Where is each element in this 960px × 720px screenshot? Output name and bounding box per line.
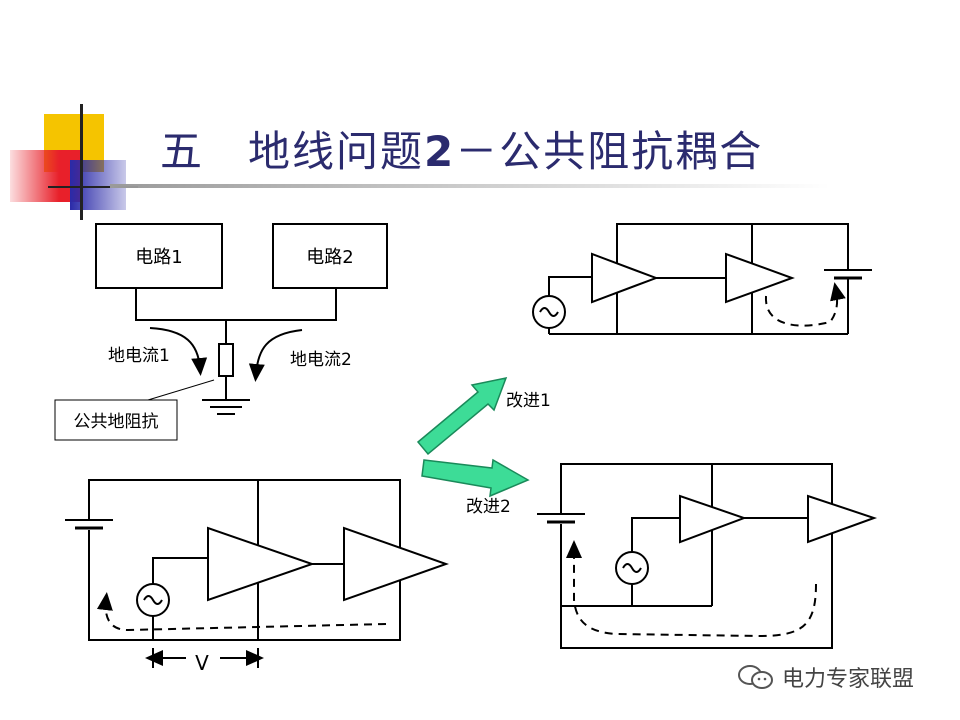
ac-wave: [622, 563, 642, 573]
slide-title: 五地线问题2－公共阻抗耦合: [160, 118, 763, 179]
source-lead: [152, 557, 208, 584]
deco-red-block: [10, 150, 80, 202]
ground-current2-label: 地电流2: [290, 350, 352, 370]
ground-current1-label: 地电流1: [108, 346, 170, 366]
amplifier-2: [807, 494, 878, 544]
voltage-label: V: [195, 651, 209, 675]
amplifier-1: [591, 252, 659, 304]
ground-symbol: [202, 399, 250, 415]
watermark-text: 电力专家联盟: [782, 667, 915, 692]
common-impedance-label: 公共地阻抗: [74, 412, 159, 432]
title-prefix: 五: [160, 127, 205, 176]
return-current-path: [96, 592, 387, 632]
title-main: 地线问题: [248, 127, 425, 176]
common-impedance-callout-box: [54, 399, 178, 441]
title-number: 2: [424, 127, 456, 176]
ground-current2-arrow: [248, 329, 303, 382]
deco-vline: [80, 104, 83, 220]
ground-current1-arrow: [149, 327, 208, 376]
return-current-path: [764, 282, 846, 327]
ground-wire: [135, 288, 337, 321]
callout-pointer: [147, 379, 215, 401]
common-impedance-resistor: [218, 343, 234, 377]
chat-bubble-icon: [738, 665, 773, 689]
circuit1-box: [95, 223, 223, 289]
voltage-dimension: [145, 648, 264, 668]
amplifier-2: [343, 526, 450, 602]
amplifier-1: [679, 494, 747, 544]
watermark: 电力专家联盟: [736, 662, 914, 692]
amplifier-2: [725, 252, 795, 304]
source-lead: [548, 276, 592, 296]
title-suffix: －公共阻抗耦合: [455, 127, 764, 176]
improvement-arrows: 改进1 改进2: [416, 376, 551, 517]
title-underline: [110, 184, 830, 188]
circuit1-label: 电路1: [135, 247, 182, 268]
ac-wave: [143, 595, 163, 605]
improve2-arrow: [421, 458, 530, 498]
return-current-path: [566, 540, 817, 638]
deco-hline: [48, 186, 138, 188]
source-lead: [631, 517, 680, 552]
improve2-label: 改进2: [466, 497, 511, 517]
circuit2-box: [272, 223, 388, 289]
improvement2-circuit: [537, 463, 878, 649]
original-circuit: [65, 479, 450, 668]
shared-ground-labels: 电路1 电路2 地电流1 地电流2 公共地阻抗: [74, 247, 354, 432]
improve1-label: 改进1: [506, 391, 551, 411]
improvement1-circuit: [532, 223, 872, 335]
amplifier-1: [207, 526, 316, 602]
circuit2-label: 电路2: [306, 247, 353, 268]
shared-ground-diagram: [54, 223, 388, 441]
improve1-arrow: [416, 376, 508, 456]
ac-wave: [539, 307, 559, 317]
outer-wire: [560, 463, 833, 649]
